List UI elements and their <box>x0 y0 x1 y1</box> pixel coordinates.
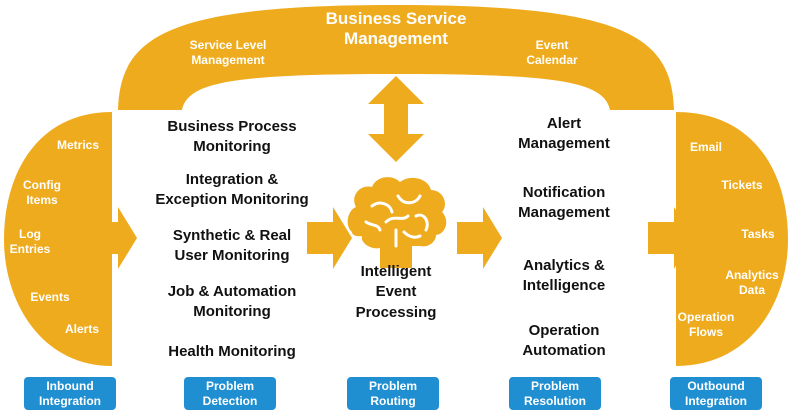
brain-icon <box>347 177 447 268</box>
event-calendar-label: Event Calendar <box>526 38 578 67</box>
arrow-right-icon <box>457 207 502 269</box>
inbound-item-alerts: Alerts <box>64 322 99 336</box>
resolution-item-analytics-intelligence: Analytics & Intelligence <box>522 257 606 294</box>
outbound-item-operation-flows: Operation Flows <box>677 310 735 339</box>
stage-label-problem-resolution: Problem Resolution <box>509 377 601 410</box>
stage-label-problem-detection: Problem Detection <box>184 377 276 410</box>
detection-item-integration-exception: Integration & Exception Monitoring <box>155 171 309 208</box>
outbound-arc <box>676 112 788 366</box>
outbound-item-tasks: Tasks <box>741 227 775 241</box>
outbound-item-tickets: Tickets <box>721 178 763 192</box>
inbound-item-config-items: Config Items <box>23 178 61 207</box>
inbound-item-events: Events <box>30 290 70 304</box>
business-service-arch <box>118 5 674 110</box>
stage-label-inbound-integration: Inbound Integration <box>24 377 116 410</box>
outbound-item-analytics-data: Analytics Data <box>725 268 779 297</box>
detection-item-job-automation: Job & Automation Monitoring <box>167 283 297 320</box>
outbound-item-email: Email <box>689 140 722 154</box>
stage-label-problem-routing: Problem Routing <box>347 377 439 410</box>
resolution-item-alert-management: Alert Management <box>518 115 610 152</box>
double-arrow-icon <box>368 76 424 162</box>
stage-label-outbound-integration: Outbound Integration <box>670 377 762 410</box>
arrow-right-icon <box>648 207 693 269</box>
arrow-right-icon <box>307 207 352 269</box>
detection-item-business-process: Business Process Monitoring <box>167 118 297 155</box>
inbound-item-metrics: Metrics <box>56 138 100 152</box>
detection-item-health-monitoring: Health Monitoring <box>168 343 296 360</box>
service-level-management-label: Service Level Management <box>189 38 267 67</box>
inbound-arc <box>4 112 112 366</box>
business-service-management-title: Business Service Management <box>325 9 467 49</box>
resolution-item-notification-management: Notification Management <box>518 184 610 221</box>
intelligent-event-processing-label: Intelligent Event Processing <box>355 263 437 321</box>
resolution-item-operation-automation: Operation Automation <box>522 322 606 359</box>
inbound-item-log-entries: Log Entries <box>9 227 51 256</box>
arrow-right-icon <box>92 207 137 269</box>
detection-item-synthetic-real-user: Synthetic & Real User Monitoring <box>172 227 292 264</box>
